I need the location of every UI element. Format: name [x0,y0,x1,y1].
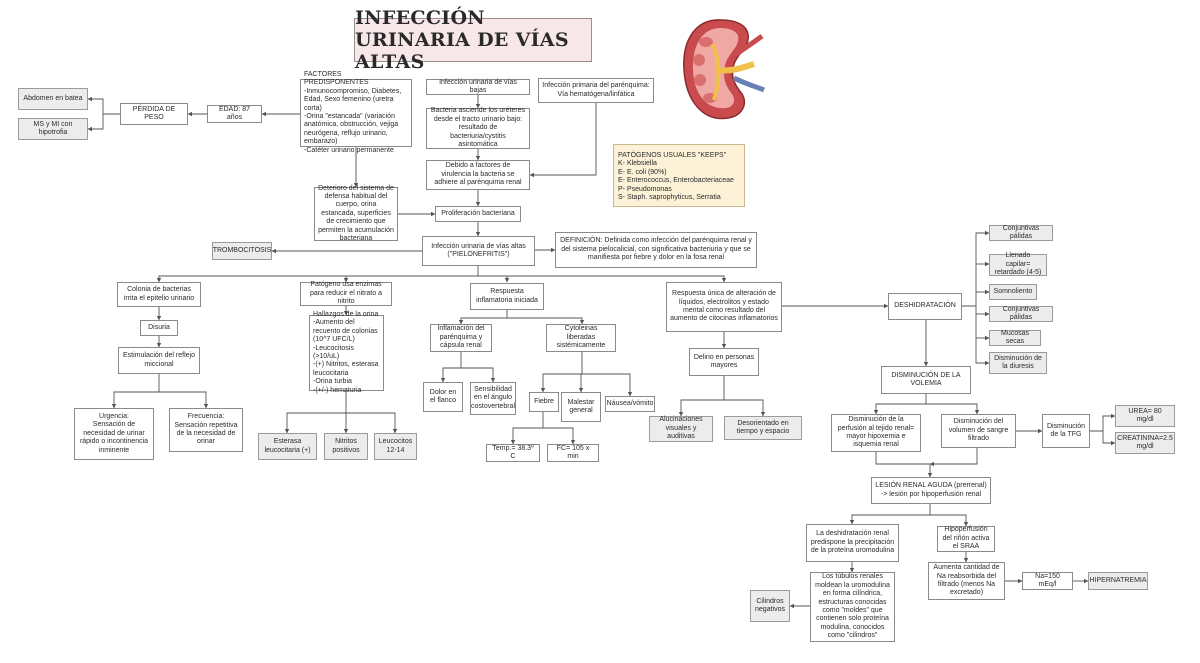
kidney-icon [683,19,765,120]
node-estimulacion-reflejo: Estimulación del reflejo miccional [118,347,200,374]
node-lesion-renal-aguda: LESIÓN RENAL AGUDA (prerrenal) -> lesión… [871,477,991,504]
node-esterasa: Esterasa leucocitaria (+) [258,433,317,460]
node-respuesta-inflamatoria: Respuesta inflamatoria iniciada [470,283,544,310]
node-nausea: Náusea/vómito [605,396,655,412]
node-perdida-peso: PÉRDIDA DE PESO [120,103,188,125]
node-patogeno-enzimas: Patógeno usa enzimas para reducir el nit… [300,281,392,306]
node-conjuntivas-2: Conjuntivas pálidas [989,306,1053,322]
node-tfg: Disminución de la TFG [1042,414,1090,448]
node-fiebre: Fiebre [529,392,559,412]
node-tubulos-renales: Los túbulos renales moldean la uromoduli… [810,572,895,642]
node-sensibilidad: Sensibilidad en el ángulo costovertebral [470,382,516,415]
node-desorientado: Desorientado en tiempo y espacio [724,416,802,440]
node-deshidratacion-renal: La deshidratación renal predispone la pr… [806,524,899,562]
node-urgencia: Urgencia: Sensación de necesidad de urin… [74,408,154,460]
node-na-valor: Na=150 mEq/l [1022,572,1073,590]
node-respuesta-unica: Respuesta única de alteración de líquido… [666,282,782,332]
node-hipoperfusion-sraa: Hipoperfusión del riñón activa el SRAA [937,526,995,552]
node-somnoliento: Somnoliento [989,284,1037,300]
node-disuria: Disuria [140,320,178,336]
node-inflamacion-parenquima: Inflamación del parénquima y cápsula ren… [430,324,492,352]
node-hipernatremia: HIPERNATREMIA [1088,572,1148,590]
node-bacteria-asciende: Bacteria asciende los uréteres desde el … [426,107,530,149]
node-creatinina: CREATININA=2.5 mg/dl [1115,432,1175,454]
node-urea: UREA= 80 mg/dl [1115,405,1175,427]
node-perfusion: Disminución de la perfusión al tejido re… [831,414,921,452]
node-alucinaciones: Alucinaciones visuales y auditivas [649,416,713,442]
page-title: INFECCIÓN URINARIA DE VÍAS ALTAS [354,7,592,73]
node-colonia-bacterias: Colonia de bacterias irrita el epitelio … [117,282,201,307]
node-hallazgos-orina: Hallazgos de la orina -Aumento del recue… [309,311,384,394]
node-infeccion-primaria: Infección primaria del parénquima: Vía h… [538,78,654,103]
node-nitritos: Nitritos positivos [324,433,368,460]
node-pielonefritis: Infección urinaria de vías altas ("PIELO… [422,236,535,266]
node-volumen-sangre: Disminución del volumen de sangre filtra… [941,414,1016,448]
node-trombocitosis: TROMBOCITOSIS [212,242,272,260]
pathogens-note: PATÓGENOS USUALES "KEEPS" K- Klebsiella … [613,144,745,207]
node-cilindros: Cilindros negativos [750,590,790,622]
node-factores-predisponentes: FACTORES PREDISPONENTES -Inmunocompromis… [300,71,412,154]
node-deterioro-defensa: Deterioro del sistema de defensa habitua… [314,185,398,242]
node-citoquinas: Cytoleinas liberadas sistémicamente [546,324,616,352]
node-mucosas-secas: Mucosas secas [989,330,1041,346]
node-definicion: DEFINICIÓN: Definida como infección del … [555,232,757,268]
node-na-reabsorbido: Aumenta cantidad de Na reabsorbida del f… [928,562,1005,600]
node-malestar: Malestar general [561,392,601,422]
node-edad: EDAD: 87 años [207,105,262,123]
node-delirio: Delirio en personas mayores [689,348,759,376]
node-proliferacion: Proliferación bacteriana [435,206,521,222]
node-temperatura: Temp.= 38.3º C [486,444,540,462]
node-leucocitos: Leucocitos 12-14 [374,433,417,460]
node-abdomen: Abdomen en batea [18,88,88,110]
node-frecuencia-cardiaca: FC= 105 x min [547,444,599,462]
node-frecuencia: Frecuencia: Sensación repetitiva de la n… [169,408,243,452]
node-factores-virulencia: Debido a factores de virulencia la bacte… [426,160,530,190]
node-conjuntivas-1: Conjuntivas pálidas [989,225,1053,241]
node-ms-mi: MS y MI con hipotrofia [18,118,88,140]
node-llenado-capilar: Llenado capilar= retardado (4-5) [989,252,1047,276]
node-dolor-flanco: Dolor en el flanco [423,382,463,412]
node-infeccion-vias-bajas: Infección urinaria de vías bajas [426,79,530,95]
node-deshidratacion: DESHIDRATACIÓN [888,293,962,320]
node-disminucion-volemia: DISMINUCIÓN DE LA VOLEMIA [881,366,971,394]
node-diuresis: Disminución de la diuresis [989,352,1047,374]
